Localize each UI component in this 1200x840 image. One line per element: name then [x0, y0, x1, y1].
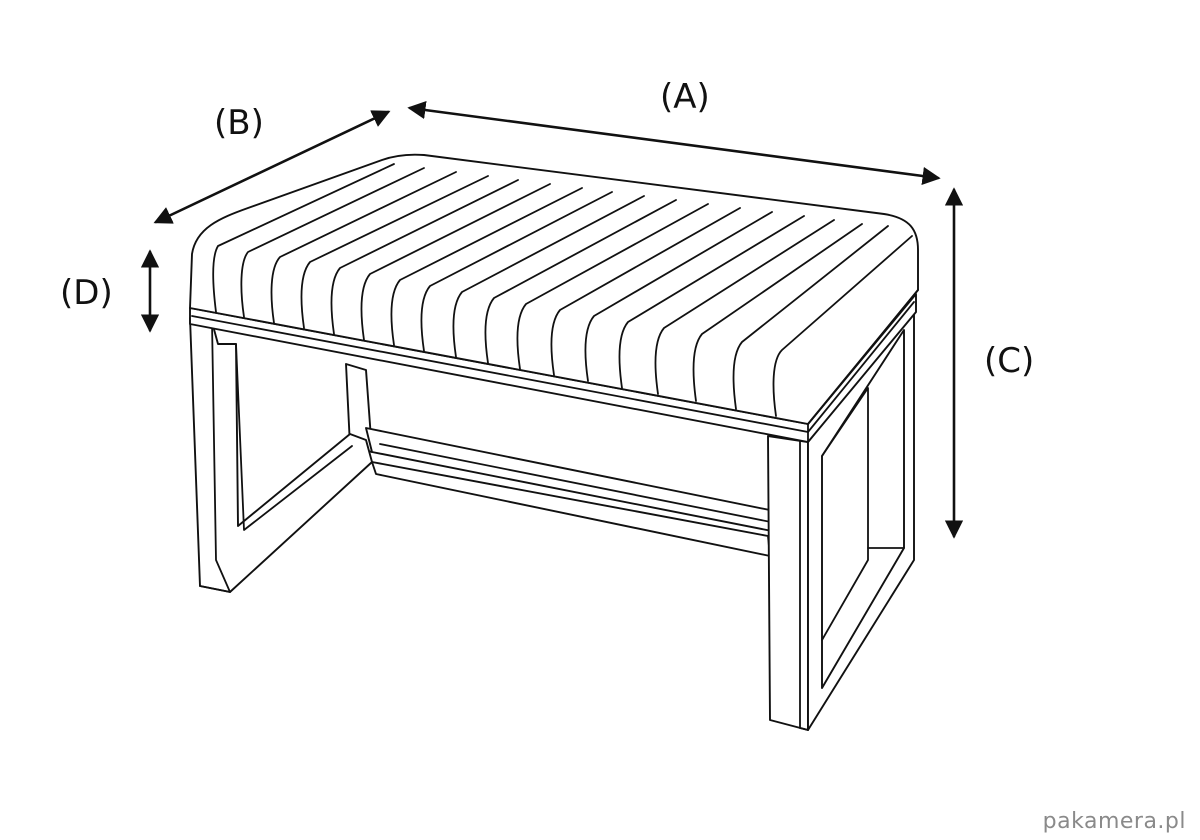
front-right-leg: [767, 435, 809, 731]
label-a: (A): [660, 77, 710, 117]
left-side-frame: [189, 317, 373, 593]
watermark: pakamera.pl: [1043, 809, 1186, 834]
dimension-arrows: [140, 101, 964, 539]
bench-frame: [189, 293, 917, 731]
label-c: (C): [984, 341, 1034, 381]
label-d: (D): [60, 273, 113, 313]
dimension-arrow-a: [407, 101, 941, 185]
cushion-channels: [212, 163, 913, 417]
label-b: (B): [214, 103, 264, 143]
dimension-arrow-b: [153, 110, 391, 224]
